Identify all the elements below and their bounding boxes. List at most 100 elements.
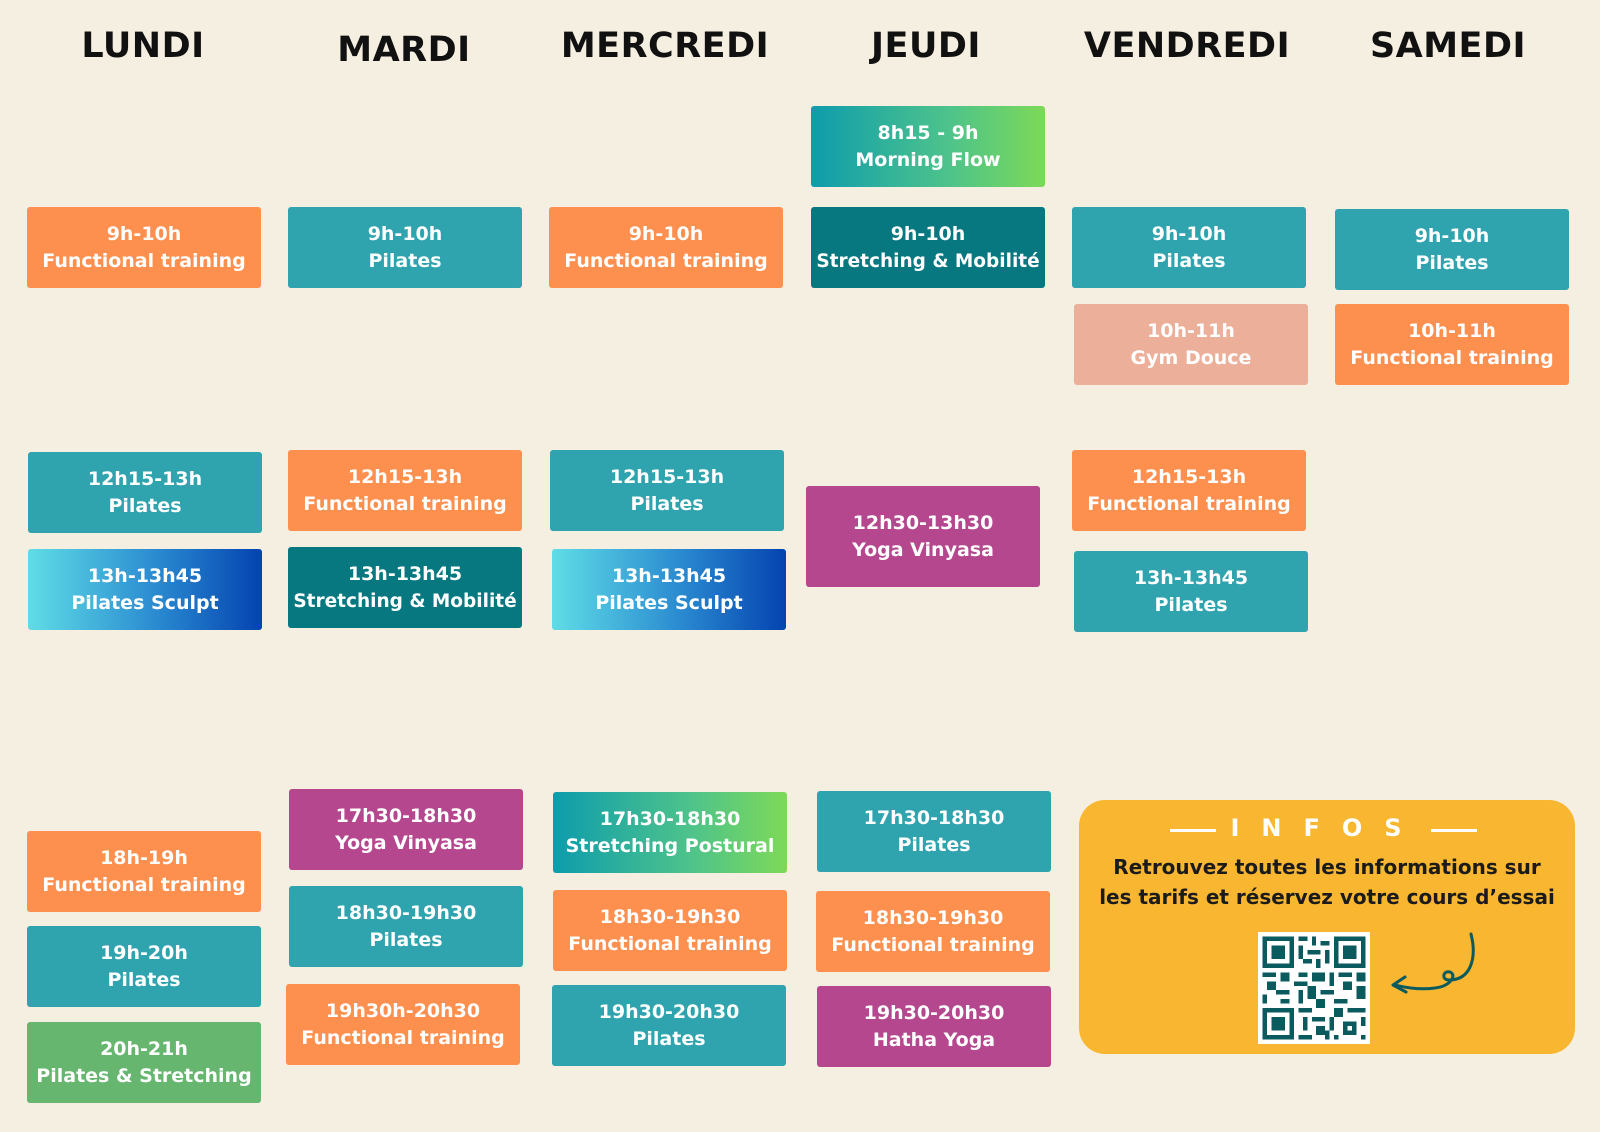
class-card-lundi-3[interactable]: 13h-13h45 Pilates Sculpt bbox=[28, 549, 262, 630]
infos-title: INFOS bbox=[1230, 814, 1424, 842]
class-time: 19h30-20h30 bbox=[598, 1000, 740, 1023]
class-name: Functional training bbox=[301, 1026, 505, 1049]
infos-text: Retrouvez toutes les informations sur le… bbox=[1099, 855, 1555, 909]
day-header-mercredi: MERCREDI bbox=[560, 26, 770, 66]
class-name: Functional training bbox=[1350, 346, 1554, 369]
class-time: 8h15 - 9h bbox=[877, 121, 979, 144]
class-time: 12h15-13h bbox=[609, 465, 725, 488]
class-card-lundi-5[interactable]: 19h-20h Pilates bbox=[27, 926, 261, 1007]
class-time: 17h30-18h30 bbox=[335, 804, 477, 827]
class-name: Functional training bbox=[1087, 492, 1291, 515]
class-card-vendredi-1[interactable]: 9h-10h Pilates bbox=[1072, 207, 1306, 288]
class-time: 18h-19h bbox=[100, 846, 188, 869]
class-name: Pilates Sculpt bbox=[71, 591, 219, 614]
class-card-mercredi-3[interactable]: 13h-13h45 Pilates Sculpt bbox=[552, 549, 786, 630]
day-header-mardi: MARDI bbox=[337, 30, 471, 70]
class-name: Pilates bbox=[1154, 593, 1228, 616]
class-card-jeudi-3[interactable]: 12h30-13h30 Yoga Vinyasa bbox=[806, 486, 1040, 587]
class-time: 13h-13h45 bbox=[87, 564, 203, 587]
class-name: Pilates Sculpt bbox=[595, 591, 743, 614]
class-name: Functional training bbox=[42, 873, 246, 896]
class-card-samedi-2[interactable]: 10h-11h Functional training bbox=[1335, 304, 1569, 385]
class-time: 19h30-20h30 bbox=[863, 1001, 1005, 1024]
class-card-mercredi-1[interactable]: 9h-10h Functional training bbox=[549, 207, 783, 288]
class-name: Hatha Yoga bbox=[872, 1028, 996, 1051]
class-time: 9h-10h bbox=[367, 222, 443, 245]
class-card-lundi-6[interactable]: 20h-21h Pilates & Stretching bbox=[27, 1022, 261, 1103]
qr-code-icon[interactable] bbox=[1258, 932, 1370, 1044]
class-name: Pilates bbox=[632, 1027, 706, 1050]
class-card-vendredi-4[interactable]: 13h-13h45 Pilates bbox=[1074, 551, 1308, 632]
class-card-mardi-1[interactable]: 9h-10h Pilates bbox=[288, 207, 522, 288]
class-name: Morning Flow bbox=[855, 148, 1001, 171]
class-name: Functional training bbox=[564, 249, 768, 272]
class-card-mercredi-4[interactable]: 17h30-18h30 Stretching Postural bbox=[553, 792, 787, 873]
class-card-samedi-1[interactable]: 9h-10h Pilates bbox=[1335, 209, 1569, 290]
class-time: 12h30-13h30 bbox=[852, 511, 994, 534]
class-time: 20h-21h bbox=[100, 1037, 188, 1060]
day-header-jeudi: JEUDI bbox=[871, 26, 981, 66]
class-name: Pilates bbox=[1152, 249, 1226, 272]
class-card-mardi-3[interactable]: 13h-13h45 Stretching & Mobilité bbox=[288, 547, 522, 628]
class-time: 13h-13h45 bbox=[1133, 566, 1249, 589]
day-header-lundi: LUNDI bbox=[81, 26, 205, 66]
class-card-lundi-2[interactable]: 12h15-13h Pilates bbox=[28, 452, 262, 533]
class-name: Yoga Vinyasa bbox=[852, 538, 994, 561]
curly-arrow-icon bbox=[1385, 928, 1485, 1008]
infos-divider-right bbox=[1431, 829, 1477, 832]
class-card-mardi-5[interactable]: 18h30-19h30 Pilates bbox=[289, 886, 523, 967]
class-name: Stretching Postural bbox=[565, 834, 775, 857]
class-card-jeudi-1[interactable]: 8h15 - 9h Morning Flow bbox=[811, 106, 1045, 187]
class-card-mardi-4[interactable]: 17h30-18h30 Yoga Vinyasa bbox=[289, 789, 523, 870]
class-time: 12h15-13h bbox=[87, 467, 203, 490]
class-time: 18h30-19h30 bbox=[862, 906, 1004, 929]
class-card-lundi-4[interactable]: 18h-19h Functional training bbox=[27, 831, 261, 912]
class-time: 9h-10h bbox=[628, 222, 704, 245]
class-time: 13h-13h45 bbox=[611, 564, 727, 587]
class-name: Stretching & Mobilité bbox=[816, 250, 1040, 272]
class-name: Yoga Vinyasa bbox=[335, 831, 477, 854]
class-time: 13h-13h45 bbox=[347, 562, 463, 585]
class-time: 12h15-13h bbox=[1131, 465, 1247, 488]
class-card-mardi-6[interactable]: 19h30h-20h30 Functional training bbox=[286, 984, 520, 1065]
day-header-vendredi: VENDREDI bbox=[1083, 26, 1291, 66]
infos-panel: INFOS Retrouvez toutes les informations … bbox=[1079, 800, 1575, 1054]
class-name: Pilates bbox=[630, 492, 704, 515]
class-name: Pilates bbox=[108, 494, 182, 517]
class-time: 9h-10h bbox=[890, 222, 966, 245]
class-card-vendredi-3[interactable]: 12h15-13h Functional training bbox=[1072, 450, 1306, 531]
class-name: Functional training bbox=[42, 249, 246, 272]
class-card-mardi-2[interactable]: 12h15-13h Functional training bbox=[288, 450, 522, 531]
class-card-mercredi-6[interactable]: 19h30-20h30 Pilates bbox=[552, 985, 786, 1066]
class-card-lundi-1[interactable]: 9h-10h Functional training bbox=[27, 207, 261, 288]
class-name: Pilates bbox=[897, 833, 971, 856]
class-name: Functional training bbox=[831, 933, 1035, 956]
class-time: 19h-20h bbox=[100, 941, 188, 964]
class-time: 19h30h-20h30 bbox=[325, 999, 481, 1022]
class-name: Pilates bbox=[1415, 251, 1489, 274]
infos-divider-left bbox=[1170, 829, 1216, 832]
class-card-mercredi-2[interactable]: 12h15-13h Pilates bbox=[550, 450, 784, 531]
class-time: 18h30-19h30 bbox=[335, 901, 477, 924]
class-name: Functional training bbox=[568, 932, 772, 955]
class-name: Pilates bbox=[107, 968, 181, 991]
class-name: Gym Douce bbox=[1130, 346, 1252, 369]
class-card-mercredi-5[interactable]: 18h30-19h30 Functional training bbox=[553, 890, 787, 971]
class-time: 17h30-18h30 bbox=[599, 807, 741, 830]
class-name: Pilates & Stretching bbox=[36, 1064, 252, 1087]
class-card-jeudi-6[interactable]: 19h30-20h30 Hatha Yoga bbox=[817, 986, 1051, 1067]
class-name: Pilates bbox=[368, 249, 442, 272]
class-card-jeudi-5[interactable]: 18h30-19h30 Functional training bbox=[816, 891, 1050, 972]
class-time: 9h-10h bbox=[106, 222, 182, 245]
class-name: Functional training bbox=[303, 492, 507, 515]
class-time: 10h-11h bbox=[1408, 319, 1496, 342]
class-card-vendredi-2[interactable]: 10h-11h Gym Douce bbox=[1074, 304, 1308, 385]
class-name: Stretching & Mobilité bbox=[293, 590, 517, 612]
class-time: 18h30-19h30 bbox=[599, 905, 741, 928]
day-header-samedi: SAMEDI bbox=[1369, 26, 1527, 66]
class-time: 9h-10h bbox=[1414, 224, 1490, 247]
class-card-jeudi-4[interactable]: 17h30-18h30 Pilates bbox=[817, 791, 1051, 872]
class-name: Pilates bbox=[369, 928, 443, 951]
class-card-jeudi-2[interactable]: 9h-10h Stretching & Mobilité bbox=[811, 207, 1045, 288]
class-time: 17h30-18h30 bbox=[863, 806, 1005, 829]
